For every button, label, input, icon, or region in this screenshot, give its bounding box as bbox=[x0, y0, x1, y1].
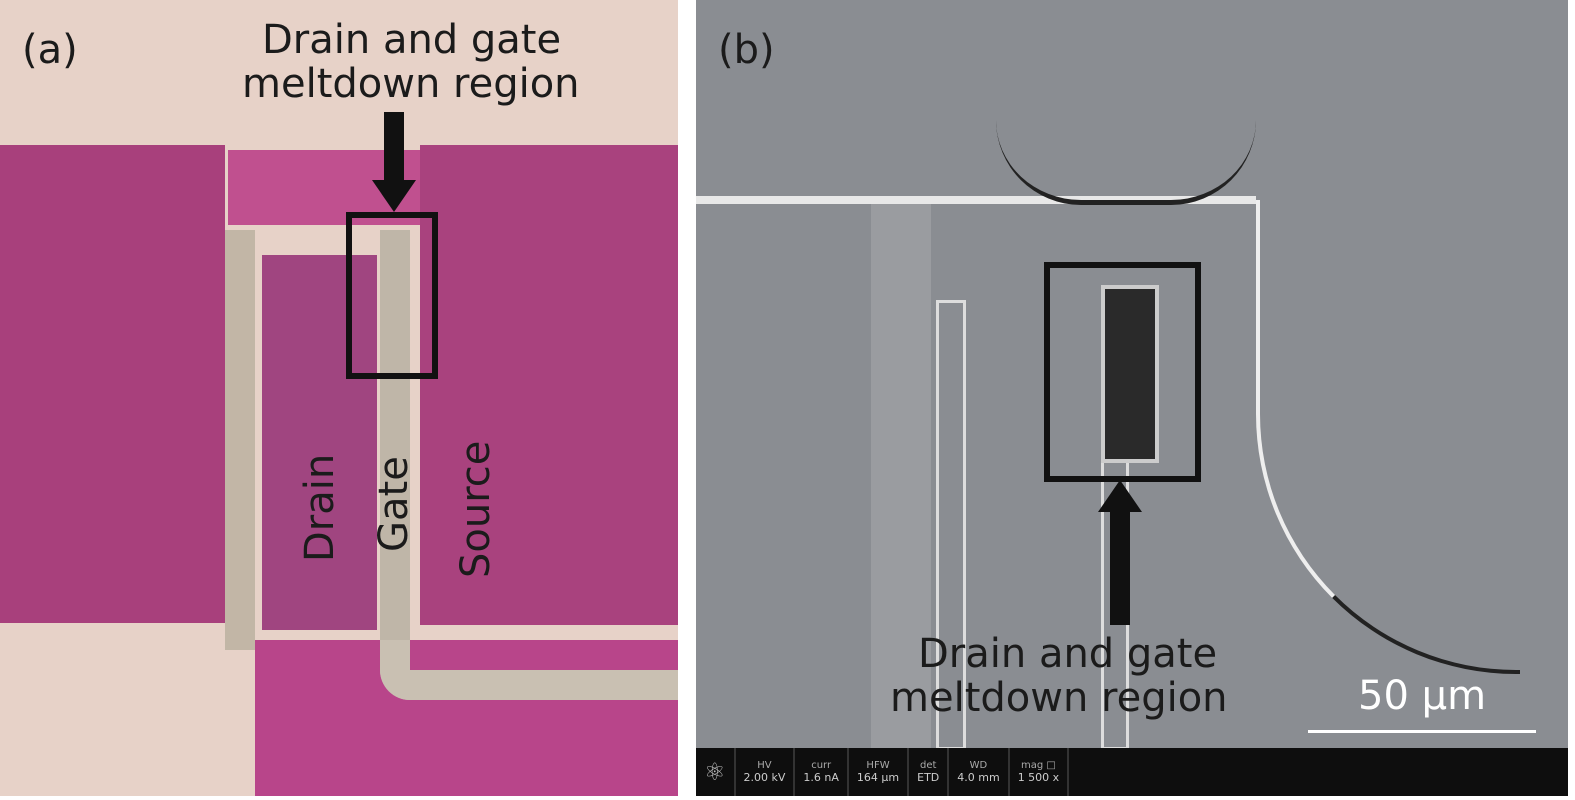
panel-label-a: (a) bbox=[22, 27, 78, 73]
left-strip bbox=[871, 204, 931, 764]
gate-label: Gate bbox=[371, 456, 417, 552]
source-region bbox=[420, 145, 678, 625]
source-label: Source bbox=[453, 440, 499, 578]
damage bbox=[1101, 285, 1159, 463]
crack2 bbox=[1256, 200, 1520, 674]
panel-label-b: (b) bbox=[718, 27, 775, 73]
atom-icon: ⚛ bbox=[696, 748, 736, 796]
scale-bar-label: 50 µm bbox=[1358, 673, 1487, 719]
title-line2: meltdown region bbox=[242, 61, 580, 107]
sem-micrograph-panel: (b) Drain and gate meltdown region 50 µm… bbox=[696, 0, 1568, 796]
databar-mag: mag □1 500 x bbox=[1010, 748, 1070, 796]
arrow-down-icon bbox=[384, 112, 404, 182]
arrow-head bbox=[1098, 480, 1142, 512]
title-line2: meltdown region bbox=[890, 675, 1228, 721]
gate-finger bbox=[380, 230, 410, 650]
optical-micrograph-panel: (a) Drain and gate meltdown region Drain… bbox=[0, 0, 678, 796]
crack bbox=[996, 120, 1256, 205]
title-line1: Drain and gate bbox=[262, 17, 562, 63]
drain-region bbox=[262, 255, 377, 630]
arrow-up-icon bbox=[1110, 510, 1130, 625]
metal-pad-left bbox=[0, 145, 225, 623]
gate-bend bbox=[380, 640, 678, 700]
arrow-head bbox=[372, 180, 416, 212]
meltdown-box bbox=[346, 212, 438, 379]
title-line1: Drain and gate bbox=[918, 631, 1218, 677]
scale-bar bbox=[1308, 730, 1536, 733]
horizontal-line bbox=[696, 196, 1256, 204]
bottom-pad bbox=[255, 640, 678, 796]
meltdown-box bbox=[1044, 262, 1201, 482]
drain-finger bbox=[225, 230, 255, 650]
drain-label: Drain bbox=[297, 453, 343, 562]
